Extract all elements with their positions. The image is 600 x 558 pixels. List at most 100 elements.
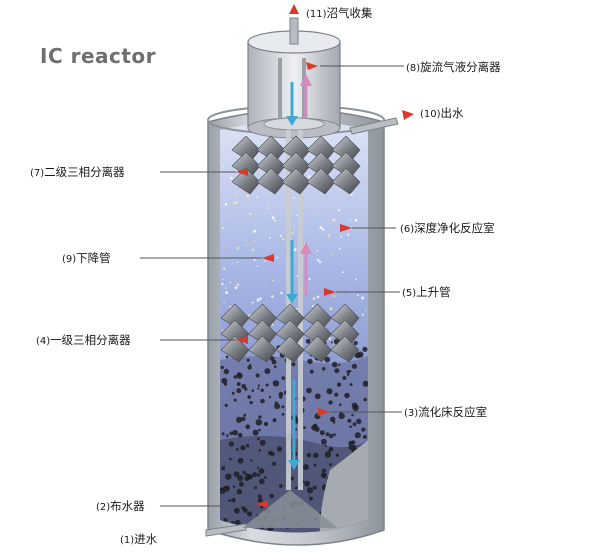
- particle: [330, 341, 333, 344]
- particle: [237, 457, 244, 464]
- label-inlet-number: (1): [120, 535, 135, 546]
- particle: [221, 466, 226, 471]
- particle: [331, 361, 338, 368]
- particle: [281, 413, 285, 416]
- particle: [234, 286, 238, 290]
- particle: [321, 228, 325, 231]
- particle: [257, 473, 261, 477]
- particle: [328, 433, 334, 439]
- particle: [291, 231, 294, 234]
- particle: [309, 369, 314, 374]
- particle: [256, 298, 260, 302]
- label-distributor-number: (2): [96, 502, 111, 513]
- particle: [354, 218, 358, 222]
- particle: [342, 271, 345, 274]
- particle: [221, 226, 224, 230]
- particle: [348, 289, 351, 291]
- particle: [328, 463, 332, 467]
- particle: [229, 431, 233, 436]
- particle: [243, 413, 247, 417]
- particle: [346, 373, 350, 376]
- particle: [322, 468, 327, 473]
- particle: [342, 376, 347, 380]
- particle: [331, 253, 333, 256]
- particle: [314, 393, 321, 400]
- particle: [260, 398, 265, 404]
- particle: [231, 391, 235, 395]
- particle: [253, 258, 256, 261]
- particle: [305, 338, 311, 344]
- label-riser-number: (5): [402, 288, 417, 299]
- particle: [308, 233, 310, 235]
- particle: [356, 418, 362, 424]
- label-polish-chamber-number: (6): [400, 224, 415, 235]
- label-second-separator-text: 二级三相分离器: [44, 165, 125, 179]
- label-cyclone: (8)旋流气液分离器: [406, 60, 501, 76]
- particle: [256, 437, 260, 441]
- label-inlet-text: 进水: [134, 532, 158, 546]
- particle: [321, 438, 327, 445]
- particle: [257, 494, 262, 499]
- particle: [225, 291, 229, 295]
- particle: [347, 233, 350, 236]
- particle: [328, 400, 333, 405]
- particle: [295, 308, 298, 310]
- particle: [259, 478, 265, 485]
- label-riser-text: 上升管: [416, 285, 451, 299]
- distributor-cone: [242, 490, 338, 528]
- particle: [328, 449, 331, 452]
- particle: [346, 370, 351, 374]
- particle: [348, 440, 354, 446]
- particle: [316, 258, 320, 262]
- particle: [279, 484, 283, 488]
- particle: [363, 397, 368, 402]
- particle: [252, 429, 259, 436]
- particle: [291, 362, 296, 367]
- particle: [274, 403, 281, 410]
- particle: [274, 365, 277, 369]
- particle: [220, 487, 224, 491]
- particle: [293, 197, 295, 199]
- particle: [251, 301, 254, 304]
- particle: [330, 416, 336, 422]
- particle: [268, 396, 272, 399]
- particle: [269, 493, 274, 499]
- particle: [333, 433, 336, 437]
- particle: [329, 307, 333, 311]
- particle: [236, 283, 240, 287]
- label-polish-chamber: (6)深度净化反应室: [400, 221, 495, 237]
- flow-arrows: [286, 74, 312, 470]
- particle: [232, 201, 236, 205]
- label-second-separator-number: (7): [30, 168, 45, 179]
- particle: [244, 239, 247, 241]
- particle: [349, 383, 353, 386]
- separator-blade: [330, 335, 360, 363]
- particle: [257, 387, 260, 390]
- internal-wall: [319, 440, 368, 533]
- label-fluidized-bed: (3)流化床反应室: [404, 405, 487, 421]
- particle: [250, 459, 253, 462]
- particle: [242, 470, 247, 475]
- particle: [303, 426, 306, 429]
- particle: [234, 193, 237, 196]
- particle: [246, 194, 250, 198]
- particle: [327, 234, 331, 237]
- particle: [271, 295, 274, 298]
- particle: [325, 432, 330, 437]
- label-second-separator: (7)二级三相分离器: [30, 165, 125, 181]
- particle: [293, 248, 297, 252]
- downcomer-pipe: [298, 130, 303, 490]
- particle: [263, 260, 266, 262]
- first-separator-blades: [220, 303, 360, 363]
- particle: [272, 380, 280, 387]
- particle: [307, 358, 313, 365]
- particle: [324, 444, 327, 447]
- particle: [248, 212, 252, 216]
- particle: [260, 388, 264, 392]
- particle: [251, 389, 255, 392]
- particle: [251, 248, 254, 252]
- outlet-arrow: [402, 110, 414, 120]
- particle: [226, 218, 229, 220]
- particle: [229, 457, 232, 461]
- particle: [224, 203, 228, 206]
